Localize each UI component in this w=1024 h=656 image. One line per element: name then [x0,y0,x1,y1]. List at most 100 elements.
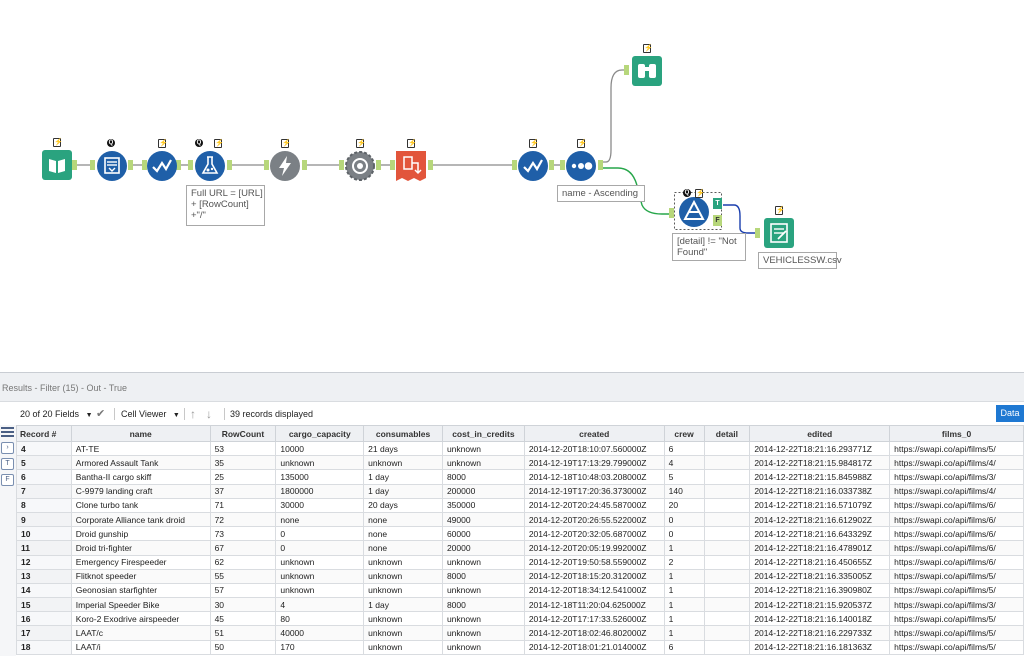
table-cell[interactable]: https://swapi.co/api/films/5/ [889,582,1024,599]
true-output-icon[interactable]: T [1,458,14,470]
table-cell[interactable]: 51 [209,625,277,641]
table-cell[interactable]: 8000 [441,568,525,584]
table-cell[interactable]: 20 [663,497,705,513]
table-cell[interactable]: 2014-12-18T11:20:04.625000Z [523,597,665,613]
table-cell[interactable]: 8000 [441,469,525,485]
table-cell[interactable]: unknown [275,455,365,471]
record-number-cell[interactable]: 17 [16,625,72,641]
table-cell[interactable]: https://swapi.co/api/films/3/ [889,469,1024,485]
download-tool[interactable]: ⚡ [270,139,300,181]
json-parse-tool[interactable]: ⚡ [345,139,375,181]
column-header[interactable]: edited [749,425,891,442]
table-cell[interactable]: https://swapi.co/api/films/5/ [889,568,1024,584]
workflow-canvas[interactable]: ⚡ Q ⚡ Q ⚡ ⚡ [0,0,1024,372]
table-cell[interactable]: https://swapi.co/api/films/5/ [889,611,1024,627]
table-cell[interactable]: 1 day [363,469,443,485]
table-cell[interactable]: 2014-12-22T18:21:16.643329Z [749,526,891,542]
record-number-cell[interactable]: 8 [16,497,72,513]
column-header[interactable]: crew [663,425,705,442]
table-cell[interactable]: unknown [363,554,443,570]
table-cell[interactable]: 2014-12-22T18:21:16.612902Z [749,511,891,528]
table-cell[interactable]: 40000 [275,625,365,641]
table-cell[interactable]: 2014-12-20T20:26:55.522000Z [523,511,665,528]
table-cell[interactable]: 20 days [363,497,443,513]
table-cell[interactable]: 0 [663,526,705,542]
table-cell[interactable]: 2014-12-22T18:21:16.140018Z [749,611,891,627]
table-cell[interactable]: 2014-12-20T17:17:33.526000Z [523,611,665,627]
table-cell[interactable]: unknown [441,625,525,641]
table-cell[interactable] [703,625,751,641]
table-cell[interactable]: https://swapi.co/api/films/4/ [889,455,1024,471]
table-cell[interactable]: 71 [209,497,277,513]
select-tool[interactable]: ⚡ [147,139,177,181]
filter-true-anchor[interactable]: T [713,198,722,209]
apply-checkmark-icon[interactable]: ✔ [96,408,106,420]
record-number-cell[interactable]: 7 [16,483,72,499]
table-cell[interactable]: Imperial Speeder Bike [70,597,211,613]
record-number-cell[interactable]: 4 [16,440,72,457]
table-cell[interactable]: 2014-12-20T18:34:12.541000Z [523,582,665,599]
table-cell[interactable]: Droid tri-fighter [70,540,211,556]
cell-viewer-dropdown[interactable]: Cell Viewer ▼ [121,403,180,427]
table-cell[interactable]: 2014-12-19T17:13:29.799000Z [523,455,665,471]
record-number-cell[interactable]: 9 [16,511,72,528]
column-header[interactable]: detail [703,425,751,442]
table-cell[interactable]: Emergency Firespeeder [70,554,211,570]
table-cell[interactable]: none [363,540,443,556]
table-cell[interactable]: C-9979 landing craft [70,483,211,499]
table-cell[interactable]: 1 day [363,483,443,499]
table-cell[interactable]: 1 day [363,597,443,613]
table-cell[interactable]: 80 [275,611,365,627]
table-cell[interactable]: 45 [209,611,277,627]
table-cell[interactable]: 170 [275,639,365,655]
table-cell[interactable]: unknown [441,440,525,457]
table-cell[interactable]: LAAT/i [70,639,211,655]
record-number-cell[interactable]: 12 [16,554,72,570]
table-cell[interactable]: https://swapi.co/api/films/6/ [889,554,1024,570]
table-cell[interactable] [703,639,751,655]
table-cell[interactable]: unknown [363,455,443,471]
filter-false-anchor[interactable]: F [713,215,722,226]
table-cell[interactable]: none [275,511,365,528]
table-cell[interactable]: unknown [441,639,525,655]
table-cell[interactable]: Geonosian starfighter [70,582,211,599]
table-cell[interactable]: 140 [663,483,705,499]
table-cell[interactable]: 4 [275,597,365,613]
table-cell[interactable]: 62 [209,554,277,570]
browse-tool[interactable]: ⚡ [632,44,662,86]
table-cell[interactable]: none [363,526,443,542]
table-cell[interactable]: 2 [663,554,705,570]
record-number-cell[interactable]: 6 [16,469,72,485]
table-cell[interactable]: unknown [441,455,525,471]
table-cell[interactable]: unknown [275,554,365,570]
table-cell[interactable]: Droid gunship [70,526,211,542]
table-cell[interactable]: 73 [209,526,277,542]
table-view-icon[interactable] [1,425,14,439]
table-cell[interactable]: 25 [209,469,277,485]
column-header[interactable]: cost_in_credits [441,425,525,442]
cross-tab-tool[interactable]: ⚡ [396,139,426,181]
table-cell[interactable] [703,483,751,499]
table-cell[interactable]: 2014-12-20T20:24:45.587000Z [523,497,665,513]
table-cell[interactable] [703,440,751,457]
text-to-columns-tool[interactable]: Q [97,139,127,181]
table-cell[interactable]: 37 [209,483,277,499]
arrow-down-icon[interactable]: ↓ [206,407,212,421]
table-cell[interactable]: 2014-12-22T18:21:15.845988Z [749,469,891,485]
table-cell[interactable]: AT-TE [70,440,211,457]
table-cell[interactable]: 200000 [441,483,525,499]
table-cell[interactable]: 57 [209,582,277,599]
table-cell[interactable]: unknown [363,625,443,641]
record-number-cell[interactable]: 18 [16,639,72,655]
table-cell[interactable]: unknown [363,639,443,655]
table-cell[interactable]: 2014-12-22T18:21:16.450655Z [749,554,891,570]
table-cell[interactable]: 20000 [441,540,525,556]
table-cell[interactable] [703,497,751,513]
table-cell[interactable] [703,597,751,613]
filter-tool[interactable]: T F Q ⚡ [674,189,722,230]
